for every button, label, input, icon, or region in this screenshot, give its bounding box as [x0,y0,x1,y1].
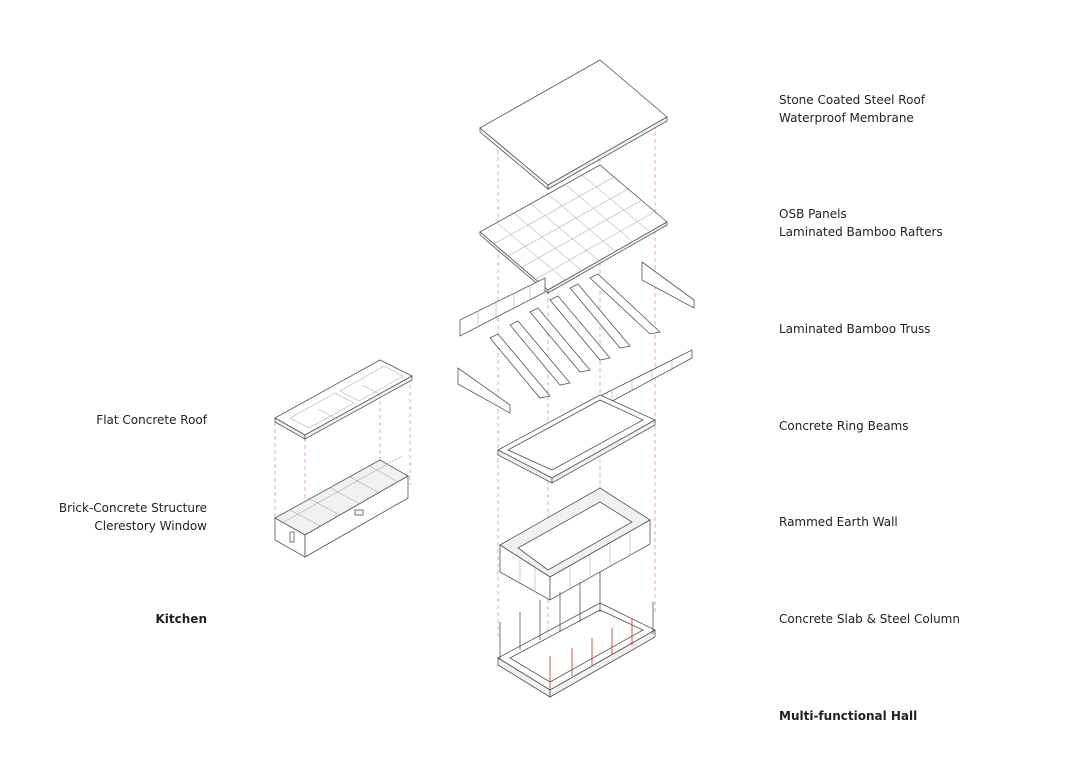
label-bamboo-truss: Laminated Bamboo Truss [779,320,931,338]
label-text: Clerestory Window [94,519,207,533]
label-kitchen: Kitchen [156,610,208,628]
kitchen-structure [274,455,409,558]
label-text: Rammed Earth Wall [779,515,898,529]
label-rammed-earth-wall: Rammed Earth Wall [779,513,898,531]
label-flat-concrete-roof: Flat Concrete Roof [96,411,207,429]
label-text: OSB Panels [779,207,847,221]
label-text: Brick-Concrete Structure [58,501,207,515]
label-ring-beams: Concrete Ring Beams [779,417,909,435]
label-text: Laminated Bamboo Rafters [779,225,943,239]
label-text: Flat Concrete Roof [96,413,207,427]
label-text: Stone Coated Steel Roof [779,93,926,107]
label-text: Concrete Slab & Steel Column [779,612,960,626]
label-text: Concrete Ring Beams [779,419,909,433]
label-multi-functional-hall: Multi-functional Hall [779,707,917,725]
rammed-earth-wall-layer [499,487,651,601]
label-brick-concrete-structure: Brick-Concrete Structure Clerestory Wind… [59,499,207,535]
label-text: Waterproof Membrane [779,111,914,125]
bamboo-truss-layer [457,261,695,414]
osb-panels-layer [479,164,668,294]
label-concrete-slab: Concrete Slab & Steel Column [779,610,960,628]
label-osb-panels: OSB Panels Laminated Bamboo Rafters [779,205,943,241]
kitchen-flat-roof [274,359,413,440]
label-text: Multi-functional Hall [779,709,918,723]
ring-beams-layer [497,394,656,484]
concrete-slab-layer [497,572,656,698]
label-text: Kitchen [155,612,208,626]
label-text: Laminated Bamboo Truss [779,322,931,336]
steel-roof-layer [479,59,668,190]
label-steel-roof: Stone Coated Steel Roof Waterproof Membr… [779,91,925,127]
